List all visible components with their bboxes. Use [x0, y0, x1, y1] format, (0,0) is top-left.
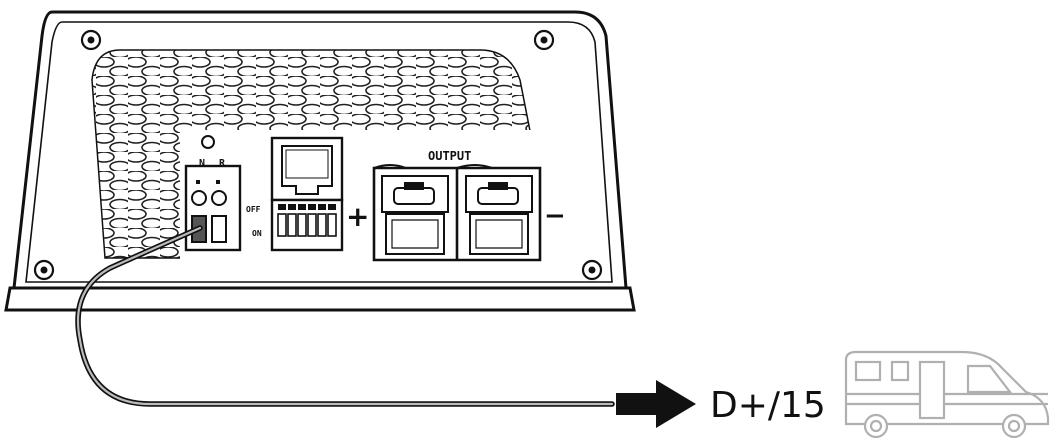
camper-van-icon — [844, 350, 1050, 439]
output-terminal-positive — [381, 175, 449, 255]
positive-sign: + — [346, 200, 369, 233]
terminal-label-right: R — [219, 158, 226, 169]
terminal-block-icon: N R — [184, 158, 242, 252]
screw-icon — [581, 259, 603, 281]
output-terminal-negative — [465, 175, 533, 255]
screw-icon — [80, 29, 102, 51]
device-base-plate — [4, 286, 636, 312]
signal-wire — [75, 225, 615, 407]
dip-label-off: OFF — [246, 205, 261, 214]
screw-icon — [533, 29, 555, 51]
negative-sign: − — [544, 201, 566, 231]
rj45-port-icon — [270, 136, 344, 202]
device-inner-bevel — [25, 21, 613, 283]
dip-label-on: ON — [252, 229, 262, 238]
arrow-right-icon — [616, 380, 696, 428]
screw-icon — [33, 259, 55, 281]
output-terminals: OUTPUT — [372, 149, 542, 262]
inverter-device: N R OFF ON — [4, 10, 636, 312]
dip-switch-icon: OFF ON — [246, 198, 344, 252]
connection-label: D+/15 — [710, 385, 826, 426]
status-led — [201, 135, 215, 149]
output-label: OUTPUT — [428, 149, 471, 163]
terminal-label-left: N — [199, 158, 205, 169]
